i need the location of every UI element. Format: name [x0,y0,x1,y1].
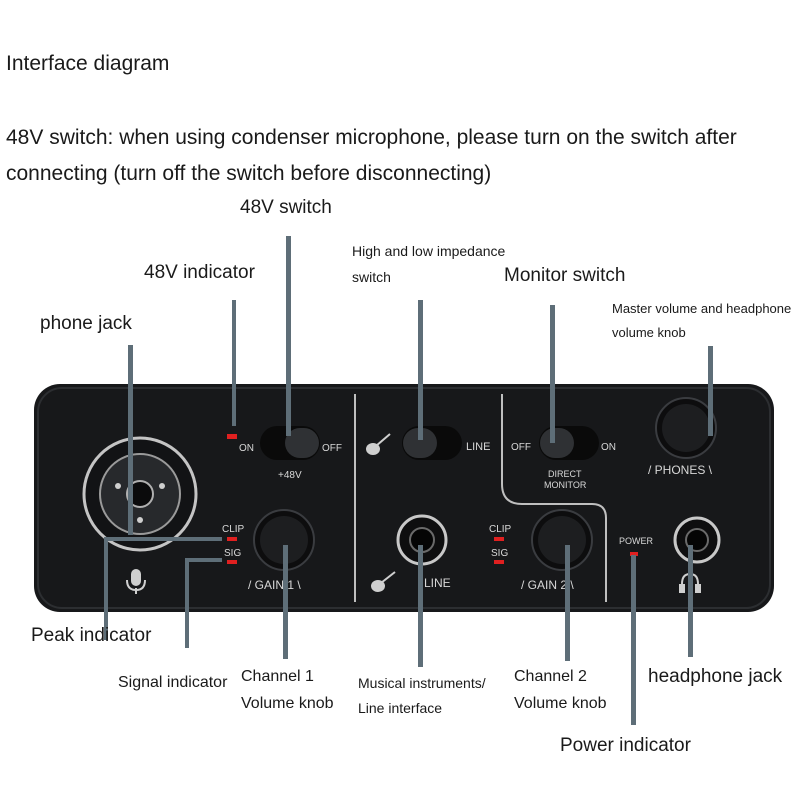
callout-instr-line-2: Line interface [358,700,443,716]
leader-signal-vertical [185,558,189,648]
leader-phone-jack [128,345,133,535]
led-power-icon [630,552,638,556]
leader-line-interface [418,545,423,667]
leader-impedance-switch [418,300,423,440]
gain-2-knob-icon [531,509,593,571]
callout-signal-indicator: Signal indicator [118,674,228,691]
led-sig-1-icon [227,560,237,564]
leader-ch1-knob [283,545,288,659]
leader-signal-horizontal [185,558,222,562]
label-direct: DIRECT [548,469,582,479]
leader-peak-vertical [104,537,108,640]
label-line-jack: LINE [424,576,451,590]
led-clip-2-icon [494,537,504,541]
label-sig-2: SIG [491,548,508,559]
headphones-icon [679,572,701,593]
description-line-1: 48V switch: when using condenser microph… [6,126,737,149]
leader-power-indicator [631,555,636,725]
callout-ch2-line-1: Channel 2 [514,668,587,685]
leader-master-knob [708,346,713,436]
label-clip-2: CLIP [489,524,512,535]
label-gain-1: / GAIN 1 \ [248,578,301,592]
label-clip-1: CLIP [222,524,245,535]
callout-impedance-line-1: High and low impedance [352,243,506,259]
label-power: POWER [619,536,654,546]
phones-knob-icon [655,397,717,459]
label-monitor: MONITOR [544,480,587,490]
led-sig-2-icon [494,560,504,564]
label-on: ON [239,443,254,454]
callout-ch1-line-1: Channel 1 [241,668,314,685]
callout-48v-switch: 48V switch [240,197,332,218]
led-48v-icon [227,434,237,439]
callout-ch1-line-2: Volume knob [241,695,334,712]
microphone-icon [126,569,146,594]
callout-48v-indicator: 48V indicator [144,262,255,283]
gain-1-knob-icon [253,509,315,571]
callout-master-line-2: volume knob [612,325,686,340]
led-clip-1-icon [227,537,237,541]
divider-right [501,394,607,602]
leader-48v-switch [286,236,291,436]
leader-peak-horizontal [104,537,222,541]
callout-headphone-jack: headphone jack [648,666,783,687]
callout-master-line-1: Master volume and headphone [612,301,792,316]
line-jack-icon [396,514,448,566]
label-gain-2: / GAIN 2 \ [521,578,574,592]
leader-48v-indicator [232,300,236,426]
page-title: Interface diagram [6,52,170,75]
audio-interface-panel: ON OFF +48V CLIP SIG / GAIN 1 \ LINE LIN… [34,384,774,612]
label-sig-1: SIG [224,548,241,559]
headphone-jack-icon [673,516,721,564]
label-on-2: ON [601,442,616,453]
callout-monitor-switch: Monitor switch [504,265,626,286]
callout-instr-line-1: Musical instruments/ [358,675,486,691]
guitar-icon-2 [371,571,396,592]
label-line-switch: LINE [466,441,490,453]
callout-power-indicator: Power indicator [560,735,691,756]
description-line-2: connecting (turn off the switch before d… [6,162,492,185]
label-off: OFF [322,443,342,454]
callout-ch2-line-2: Volume knob [514,695,607,712]
leader-monitor-switch [550,305,555,443]
leader-ch2-knob [565,545,570,661]
leader-headphone-jack [688,545,693,657]
label-48v: +48V [278,470,302,481]
callout-impedance-line-2: switch [352,269,391,285]
callout-peak-indicator: Peak indicator [31,625,152,646]
label-phones: / PHONES \ [648,463,713,477]
label-off-2: OFF [511,442,531,453]
callout-phone-jack: phone jack [40,313,132,334]
phone-jack-icon [82,436,198,552]
guitar-icon [366,433,391,455]
